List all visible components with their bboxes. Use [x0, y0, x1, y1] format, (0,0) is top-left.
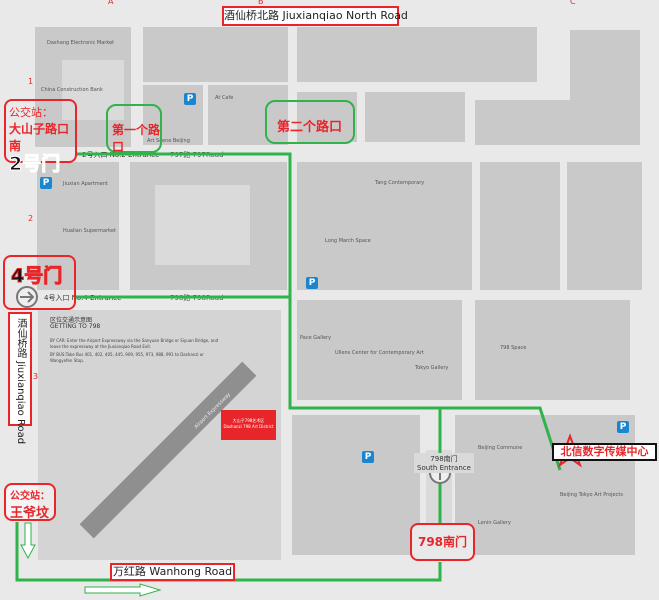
venue-label: Beijing Commune — [478, 445, 523, 451]
first-intersection: 第一个路口 — [106, 104, 162, 154]
block — [143, 27, 288, 82]
south-entrance-label: 798南门 South Entrance — [414, 453, 474, 473]
venue-label: Long March Space — [325, 238, 371, 244]
grid-col-c: C — [570, 0, 576, 6]
inset-title-en: GETTING TO 798 — [50, 323, 101, 330]
district-marker: 大山子798艺术区 Dashanzi 798 Art District — [221, 410, 276, 440]
parking-icon: P — [362, 451, 374, 463]
west-road-label: 酒仙桥路 Jiuxianqiao Road — [8, 312, 32, 444]
gate4-label: 4号门 — [11, 265, 63, 288]
destination-box: 北信数字传媒中心 — [552, 443, 657, 461]
inset-title-cn: 区位交通示意图 — [50, 317, 93, 324]
grid-row-2: 2 — [28, 214, 34, 223]
bus-stop-dashanzi: 公交站： 大山子路口南 2号门 — [4, 99, 77, 175]
parking-icon: P — [184, 93, 196, 105]
block — [455, 415, 635, 555]
block — [155, 185, 250, 265]
block — [297, 300, 462, 400]
block — [297, 27, 537, 82]
venue-label: Art Scene Beijing — [147, 138, 190, 144]
block — [297, 162, 472, 290]
parking-icon: P — [306, 277, 318, 289]
south-entrance-en: South Entrance — [417, 464, 471, 472]
block — [365, 92, 465, 142]
bus-stop-name: 大山子路口南 — [9, 122, 70, 153]
venue-label: Ullens Center for Contemporary Art — [335, 350, 424, 356]
block — [475, 300, 630, 400]
block — [475, 100, 570, 145]
second-intersection-label: 第二个路口 — [277, 120, 343, 135]
south-gate-box: 798南门 — [410, 523, 475, 561]
parking-icon: P — [617, 421, 629, 433]
venue-label: Lenin Gallery — [478, 520, 511, 526]
inset-by-car: BY CAR: Enter the Airport Expressway via… — [50, 338, 219, 349]
venue-label: Jiuxian Apartment — [63, 181, 108, 187]
direction-arrow-right — [84, 583, 162, 597]
block — [567, 162, 642, 290]
west-road-cn: 酒仙桥路 — [15, 318, 26, 358]
venue-label: Pace Gallery — [300, 335, 332, 341]
south-gate-label: 798南门 — [417, 535, 468, 549]
venue-label: Tokyo Gallery — [415, 365, 449, 371]
direction-arrow-down — [20, 522, 36, 560]
parking-icon: P — [40, 177, 52, 189]
block — [480, 162, 560, 290]
grid-col-a: A — [108, 0, 114, 6]
block — [292, 415, 420, 555]
district-cn: 大山子798艺术区 — [232, 418, 265, 423]
inset-by-bus: BY BUS:Take Bus 401, 402, 405, 445, 909,… — [50, 352, 204, 363]
inset-map: 区位交通示意图 GETTING TO 798 BY CAR: Enter the… — [38, 310, 281, 560]
bus-stop-wangyefen: 公交站： 王爷坟 — [4, 483, 56, 521]
gate4-box: 4号门 — [3, 255, 76, 310]
venue-label: At Cafe — [215, 95, 234, 101]
second-intersection: 第二个路口 — [265, 100, 355, 144]
south-entrance-cn: 798南门 — [430, 455, 458, 463]
venue-label: Hualian Supermarket — [63, 228, 116, 234]
south-road-label: 万红路 Wanhong Road — [110, 563, 235, 581]
venue-label: Tang Contemporary — [375, 180, 425, 186]
grid-col-b: B — [258, 0, 264, 6]
west-road-en: Jiuxianqiao Road — [15, 361, 26, 445]
venue-label: Dashang Electronic Market — [47, 40, 115, 46]
venue-label: China Construction Bank — [41, 87, 103, 93]
grid-row-1: 1 — [28, 77, 34, 86]
bus-stop-label: 公交站： — [9, 106, 53, 119]
venue-label: Beijing Tokyo Art Projects — [560, 492, 623, 498]
first-intersection-label: 第一个路口 — [112, 123, 161, 154]
bus-stop-name: 王爷坟 — [10, 506, 50, 521]
venue-label: 798 Space — [500, 345, 527, 351]
district-en: Dashanzi 798 Art District — [223, 424, 274, 429]
grid-row-3: 3 — [33, 372, 39, 381]
bus-stop-label: 公交站： — [10, 491, 50, 502]
block — [570, 30, 640, 145]
gate2-label: 2号门 — [9, 153, 61, 175]
north-road-label: 酒仙桥北路 Jiuxianqiao North Road — [222, 6, 408, 26]
